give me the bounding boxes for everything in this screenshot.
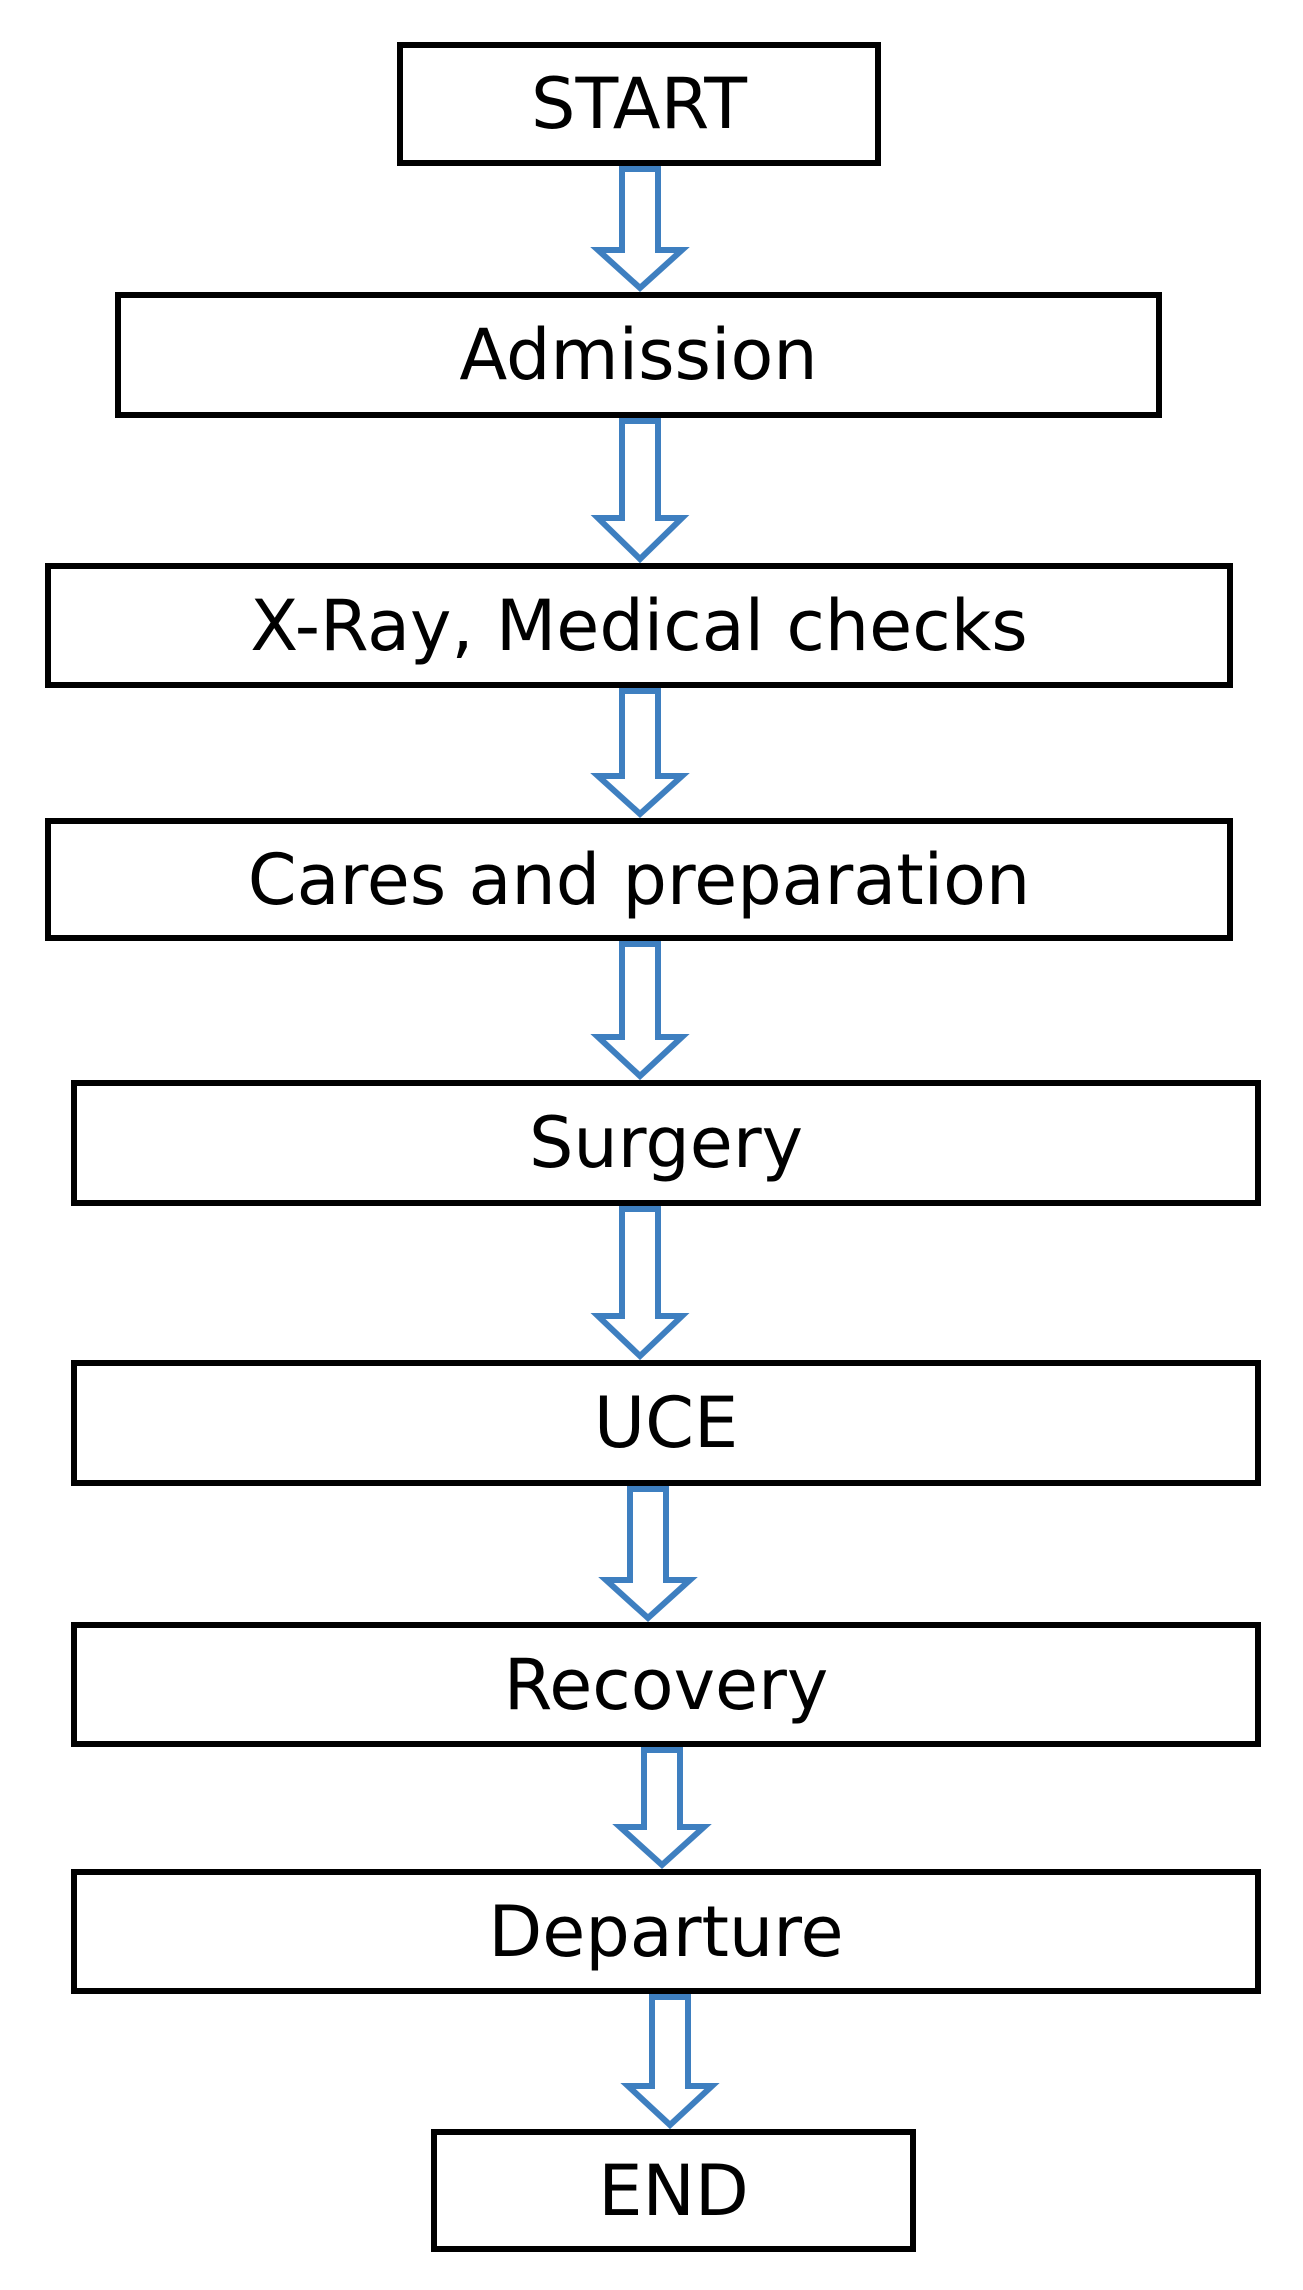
down-arrow-icon <box>590 418 690 564</box>
flow-step-label: Departure <box>488 1890 844 1973</box>
flow-step-uce: UCE <box>71 1360 1261 1486</box>
down-arrow-icon <box>620 1994 720 2130</box>
flow-step-surgery: Surgery <box>71 1080 1261 1206</box>
flow-step-xray-medical-checks: X-Ray, Medical checks <box>45 563 1233 688</box>
flow-step-admission: Admission <box>115 292 1162 418</box>
flow-step-cares-and-preparation: Cares and preparation <box>45 818 1233 941</box>
flow-step-label: UCE <box>593 1382 739 1464</box>
flow-step-departure: Departure <box>71 1869 1261 1994</box>
flow-step-label: X-Ray, Medical checks <box>250 584 1028 667</box>
flow-step-label: START <box>531 63 747 145</box>
down-arrow-icon <box>590 941 690 1081</box>
flow-step-end: END <box>431 2129 916 2252</box>
flow-step-label: END <box>598 2149 749 2232</box>
down-arrow-icon <box>590 688 690 819</box>
flow-step-recovery: Recovery <box>71 1622 1261 1747</box>
flow-step-label: Recovery <box>503 1643 829 1726</box>
flow-step-label: Surgery <box>528 1102 804 1184</box>
down-arrow-icon <box>590 1206 690 1361</box>
down-arrow-icon <box>590 166 690 293</box>
flow-step-start: START <box>397 42 881 166</box>
down-arrow-icon <box>612 1747 712 1870</box>
flow-step-label: Admission <box>459 314 818 396</box>
down-arrow-icon <box>598 1486 698 1623</box>
flow-step-label: Cares and preparation <box>247 838 1031 921</box>
